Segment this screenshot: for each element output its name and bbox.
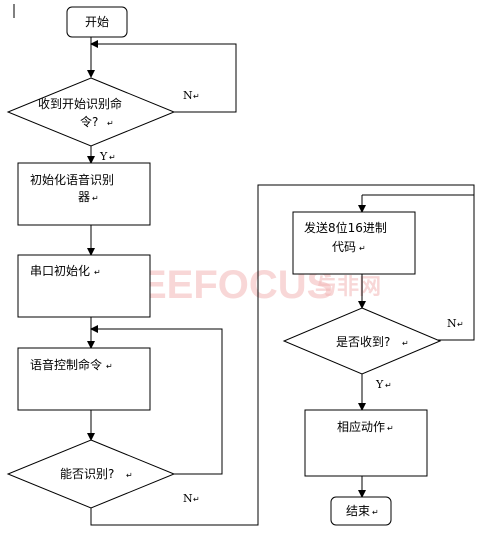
svg-text:↵: ↵ xyxy=(107,119,114,128)
decision-receive-cmd-line1: 收到开始识别命 xyxy=(38,96,122,111)
end-node xyxy=(330,496,392,526)
svg-text:↵: ↵ xyxy=(193,495,200,504)
end-label: 结束 xyxy=(346,504,370,518)
send-code-line1: 发送8位16进制 xyxy=(304,220,387,235)
init-voice-node xyxy=(17,162,151,226)
init-voice-line1: 初始化语音识别 xyxy=(30,172,114,187)
action-label: 相应动作 xyxy=(337,419,385,434)
svg-text:↵: ↵ xyxy=(385,381,392,390)
voice-cmd-label: 语音控制命令 xyxy=(30,357,102,372)
svg-text:↵: ↵ xyxy=(92,194,99,203)
voice-cmd-node xyxy=(17,347,151,411)
svg-text:↵: ↵ xyxy=(402,339,409,348)
svg-text:↵: ↵ xyxy=(387,424,394,433)
serial-init-node xyxy=(17,254,151,318)
send-code-line2: 代码 xyxy=(332,240,356,254)
watermark: EEFOCUS 与非网 xyxy=(99,263,381,307)
d1-no-label: N xyxy=(183,89,193,102)
serial-init-label: 串口初始化 xyxy=(30,264,90,278)
decision-receive-cmd-line2: 令? xyxy=(80,114,98,129)
svg-text:↵: ↵ xyxy=(106,362,113,371)
decision-received-label: 是否收到? xyxy=(336,335,390,349)
svg-text:↵: ↵ xyxy=(94,268,101,277)
svg-text:↵: ↵ xyxy=(193,92,200,101)
svg-text:↵: ↵ xyxy=(359,244,366,253)
watermark-cn: 与非网 xyxy=(315,275,381,300)
send-code-node xyxy=(292,211,416,275)
svg-text:↵: ↵ xyxy=(126,471,133,480)
start-node xyxy=(66,6,128,38)
decision-receive-cmd xyxy=(6,77,176,147)
d2-no-label: N xyxy=(183,492,193,505)
loop-d1-no xyxy=(90,40,237,113)
start-label: 开始 xyxy=(85,15,109,29)
d2-no-to-send xyxy=(90,184,475,526)
svg-text:↵: ↵ xyxy=(372,508,379,517)
svg-text:↵: ↵ xyxy=(109,153,116,162)
loop-d2 xyxy=(90,325,223,475)
d1-yes-label: Y xyxy=(99,150,108,163)
d3-yes-label: Y xyxy=(375,378,384,391)
decision-recognized-label: 能否识别? xyxy=(60,467,114,481)
action-node xyxy=(304,409,428,477)
d3-no-label: N xyxy=(447,317,457,330)
init-voice-line2: 器 xyxy=(78,190,90,204)
svg-text:↵: ↵ xyxy=(457,320,464,329)
